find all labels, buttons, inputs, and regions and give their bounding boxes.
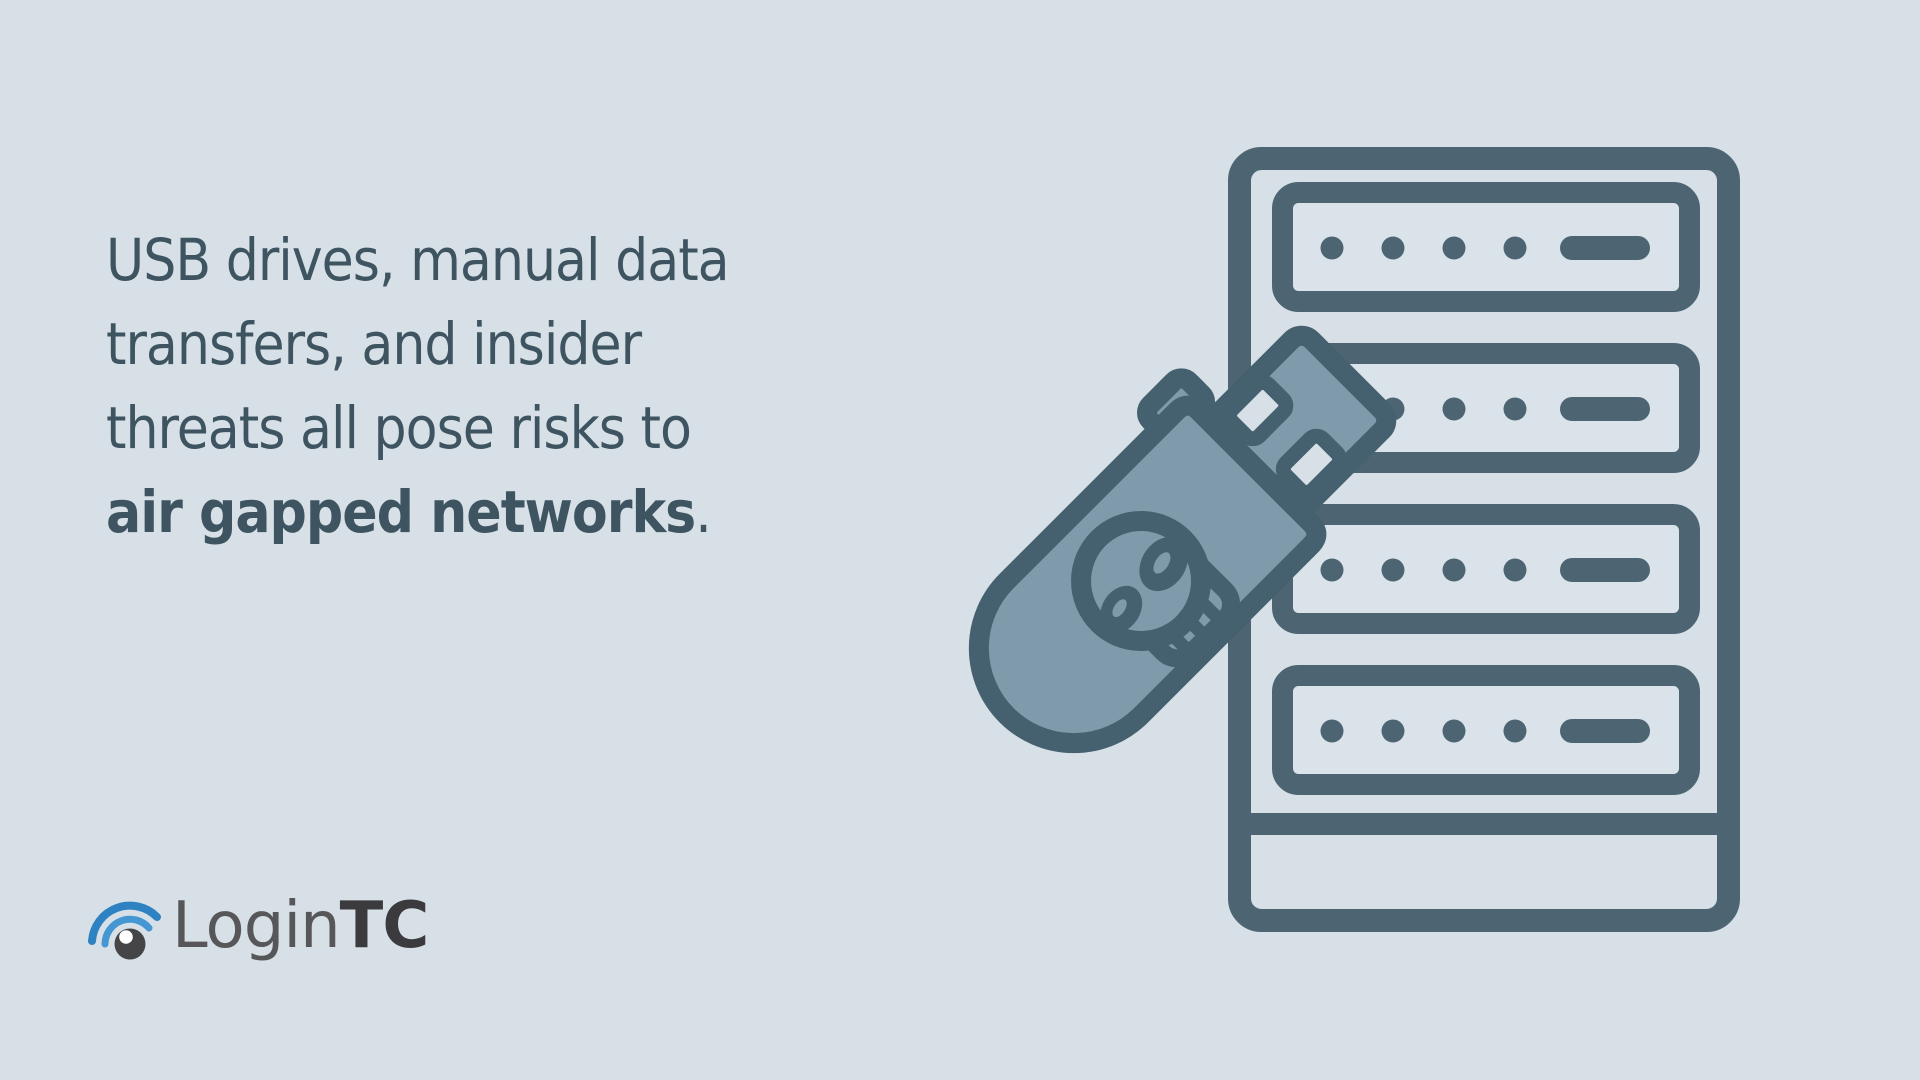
tagline-line-2: transfers, and insider <box>106 310 642 378</box>
usb-connector-hole <box>1222 374 1294 447</box>
logo-inner-arc <box>101 915 153 948</box>
skull-eye <box>1139 536 1188 592</box>
tagline-suffix: . <box>695 478 712 546</box>
tagline-text: USB drives, manual data transfers, and i… <box>106 218 730 554</box>
panel-dot <box>1442 397 1466 421</box>
rack-divider <box>1240 813 1724 835</box>
panel-dot <box>1442 719 1466 743</box>
panel-dot <box>1320 558 1344 582</box>
skull-eye <box>1100 585 1143 633</box>
tagline-line-1: USB drives, manual data <box>106 226 730 294</box>
server-panel-4 <box>1272 665 1700 795</box>
panel-dot <box>1320 719 1344 743</box>
panel-dot <box>1381 719 1405 743</box>
panel-dot <box>1381 236 1405 260</box>
server-panel-3 <box>1272 504 1700 634</box>
panel-dot <box>1442 558 1466 582</box>
panel-dot <box>1503 558 1527 582</box>
tagline-line-3: threats all pose risks to <box>106 394 692 462</box>
skull-tooth <box>1192 592 1226 626</box>
usb-connector-hole <box>1275 428 1348 500</box>
logo-brand-light: Login <box>172 889 341 963</box>
logo-brand-bold: TC <box>339 889 430 963</box>
panel-dot <box>1503 236 1527 260</box>
logo-outer-arc <box>88 901 161 945</box>
panel-dot <box>1320 236 1344 260</box>
server-panel-1 <box>1272 182 1700 312</box>
panel-dot <box>1381 558 1405 582</box>
skull-tooth <box>1161 623 1195 657</box>
logintc-eye-icon <box>88 901 161 960</box>
usb-drive-icon <box>968 325 1397 754</box>
panel-dot <box>1503 397 1527 421</box>
skull-tooth <box>1178 609 1212 643</box>
tagline-line-4: air gapped networks. <box>106 470 729 554</box>
logo-wordmark: LoginTC <box>172 894 429 958</box>
panel-dot <box>1503 719 1527 743</box>
panel-dot <box>1442 236 1466 260</box>
skull-icon <box>1071 510 1241 668</box>
logo-pupil <box>119 930 133 944</box>
logintc-logo: LoginTC <box>88 888 429 978</box>
tagline-emphasis: air gapped networks <box>106 478 696 546</box>
